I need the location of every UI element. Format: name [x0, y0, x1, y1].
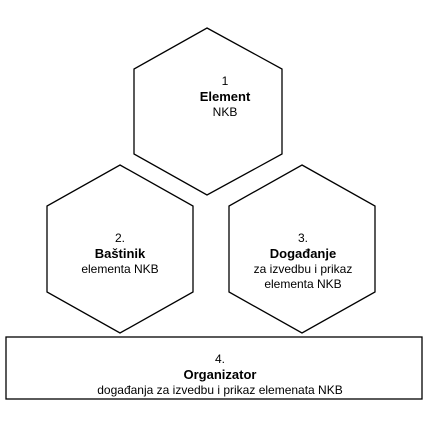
- hexagon-3: [228, 164, 376, 334]
- hexagon-2: [46, 164, 194, 334]
- hexagon-1: [133, 27, 283, 196]
- box-4: [5, 336, 423, 400]
